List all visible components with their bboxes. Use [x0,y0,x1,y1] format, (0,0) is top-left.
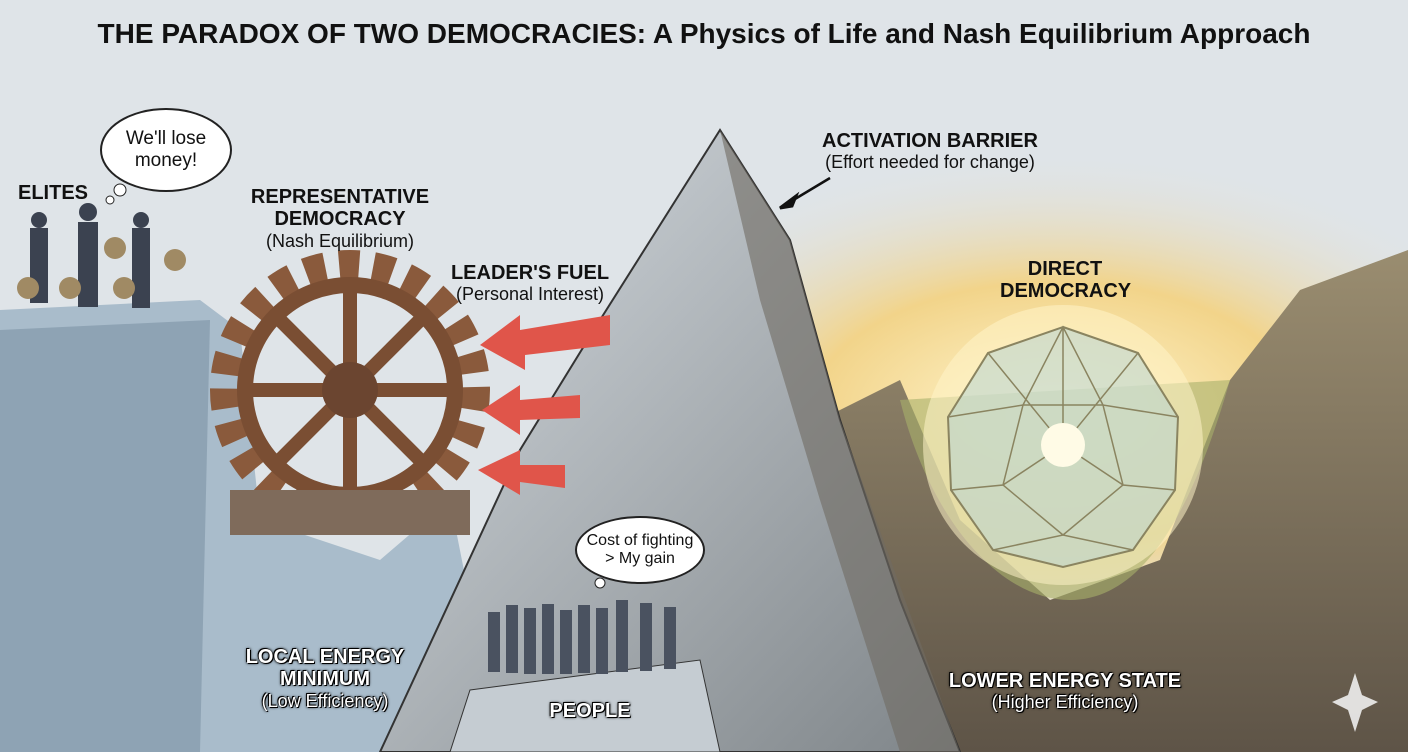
barrier-subtitle: (Effort needed for change) [825,152,1035,173]
local-min-title: LOCAL ENERGY MINIMUM [245,646,405,691]
local-energy-minimum-label: LOCAL ENERGY MINIMUM (Low Efficiency) [220,646,430,711]
lower-energy-state-label: LOWER ENERGY STATE (Higher Efficiency) [930,670,1200,713]
elites-thought-text: We'll lose money! [125,128,207,171]
elites-label: ELITES [18,182,89,204]
direct-democracy-sphere-icon [923,305,1203,585]
sparkle-icon [1332,673,1378,732]
people-label: PEOPLE [549,700,631,722]
representative-subtitle: (Nash Equilibrium) [265,230,415,251]
local-min-subtitle: (Low Efficiency) [261,690,389,711]
representative-democracy-label: REPRESENTATIVE DEMOCRACY (Nash Equilibri… [230,186,450,251]
fuel-arrows [478,315,610,495]
people-thought-text: Cost of fighting > My gain [586,531,694,567]
lower-state-title: LOWER ENERGY STATE [948,670,1182,692]
leaders-fuel-label: LEADER'S FUEL (Personal Interest) [440,262,620,305]
page-title: THE PARADOX OF TWO DEMOCRACIES: A Physic… [97,18,1311,49]
elites-thought-bubble: We'll lose money! [100,108,232,192]
people-thought-bubble: Cost of fighting > My gain [575,516,705,584]
people-figures [488,600,676,674]
fuel-title: LEADER'S FUEL [450,262,610,284]
lower-state-subtitle: (Higher Efficiency) [991,692,1139,713]
representative-title: REPRESENTATIVE DEMOCRACY [250,186,430,231]
elites-figures [17,203,186,308]
fuel-subtitle: (Personal Interest) [455,284,605,305]
direct-democracy-label: DIRECT DEMOCRACY [1000,258,1132,303]
gear-icon [210,250,490,535]
barrier-title: ACTIVATION BARRIER [822,130,1038,152]
right-valley [760,250,1408,752]
activation-barrier-label: ACTIVATION BARRIER (Effort needed for ch… [790,130,1070,173]
